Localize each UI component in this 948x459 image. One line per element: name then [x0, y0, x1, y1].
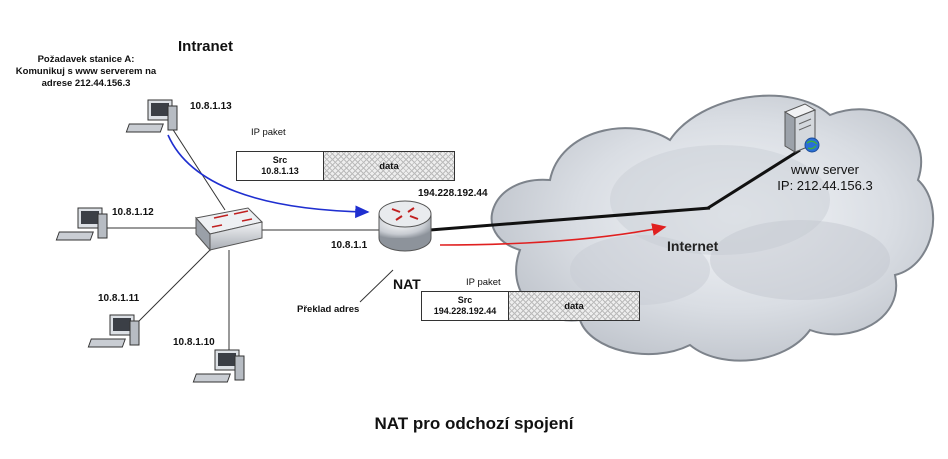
packet-inside-src: Src 10.8.1.13	[237, 152, 324, 180]
links	[105, 124, 380, 360]
packet-inside-data: data	[324, 152, 454, 180]
packet-outside-data-label: data	[564, 300, 584, 312]
switch-icon	[195, 207, 263, 252]
packet-outside-data: data	[509, 292, 639, 320]
request-line-3: adrese 212.44.156.3	[41, 78, 131, 89]
packet-outside: Src 194.228.192.44 data	[421, 291, 640, 321]
packet-outside-src-label: Src	[457, 295, 473, 305]
inside-flow-arrow	[167, 134, 370, 219]
computer-a-icon	[125, 99, 178, 133]
router-public-ip: 194.228.192.44	[418, 188, 488, 199]
packet-inside-caption: IP paket	[251, 127, 286, 138]
packet-inside: Src 10.8.1.13 data	[236, 151, 455, 181]
computer-c-icon	[87, 314, 140, 348]
packet-outside-src: Src 194.228.192.44	[422, 292, 509, 320]
nat-label: NAT	[393, 276, 421, 292]
router-private-ip: 10.8.1.1	[331, 240, 368, 251]
request-text: Požadavek stanice A: Komunikuj s www ser…	[10, 54, 162, 90]
host-b-ip: 10.8.1.12	[112, 207, 154, 218]
translation-pointer	[359, 269, 394, 303]
translation-label: Překlad adres	[297, 304, 360, 315]
packet-inside-src-label: Src	[272, 155, 288, 165]
request-line-1: Požadavek stanice A:	[37, 54, 135, 65]
link-host-c	[129, 239, 221, 331]
intranet-label: Intranet	[178, 38, 234, 55]
packet-inside-data-label: data	[379, 160, 399, 172]
figure-caption: NAT pro odchozí spojení	[374, 414, 574, 433]
packet-outside-caption: IP paket	[466, 277, 501, 288]
server-label: www server IP: 212.44.156.3	[755, 162, 895, 194]
packet-inside-src-value: 10.8.1.13	[261, 166, 299, 176]
host-a-ip: 10.8.1.13	[190, 101, 232, 112]
link-internet-server	[707, 148, 801, 210]
computer-b-icon	[55, 207, 108, 241]
host-c-ip: 10.8.1.11	[98, 293, 140, 304]
computer-d-icon	[192, 349, 245, 383]
link-router-internet	[429, 206, 711, 232]
outside-flow-arrow	[439, 223, 667, 246]
server-ip: IP: 212.44.156.3	[777, 178, 873, 193]
packet-outside-src-value: 194.228.192.44	[433, 306, 497, 316]
router-icon	[378, 200, 432, 252]
host-d-ip: 10.8.1.10	[173, 337, 215, 348]
server-icon	[783, 103, 820, 153]
internet-label: Internet	[667, 238, 719, 254]
server-name: www server	[791, 162, 859, 177]
request-line-2: Komunikuj s www serverem na	[15, 66, 157, 77]
link-host-a	[169, 124, 226, 211]
